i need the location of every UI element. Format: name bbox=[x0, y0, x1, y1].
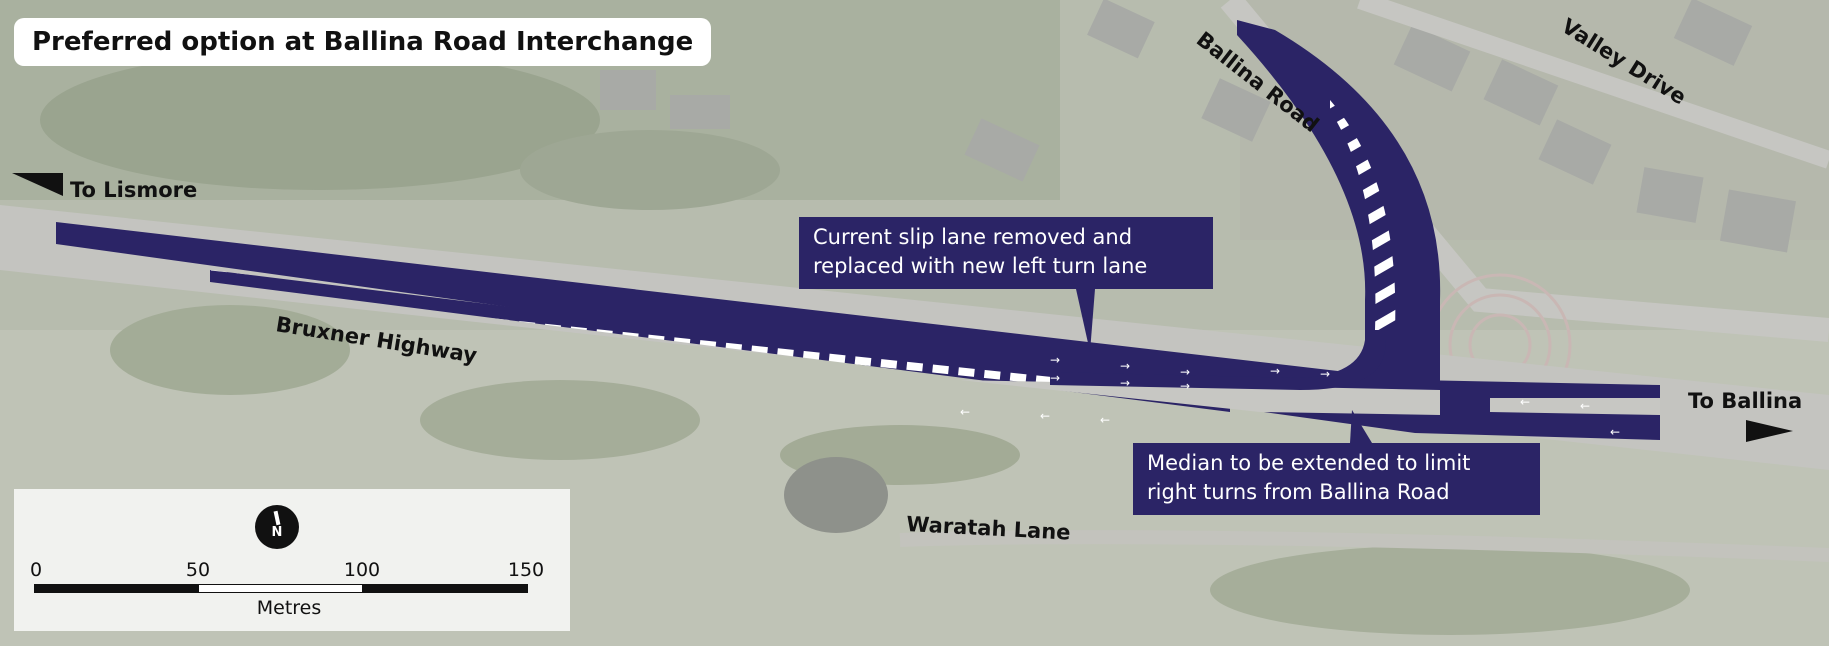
waratah-lane-road bbox=[899, 530, 1829, 562]
scale-tick-100: 100 bbox=[343, 559, 381, 581]
tree-cluster-6 bbox=[1210, 545, 1690, 635]
tree-cluster-3 bbox=[110, 305, 350, 395]
arrow-west-icon bbox=[12, 173, 63, 196]
scale-bar-segment-2 bbox=[198, 584, 364, 593]
callout-slip-lane: Current slip lane removed and replaced w… bbox=[799, 217, 1213, 289]
median-island-east bbox=[1490, 398, 1660, 415]
map-title: Preferred option at Ballina Road Interch… bbox=[14, 18, 712, 66]
callout-slip-line2: replaced with new left turn lane bbox=[813, 254, 1148, 278]
tree-cluster-4 bbox=[420, 380, 700, 460]
svg-text:←: ← bbox=[1610, 425, 1620, 439]
svg-text:←: ← bbox=[1580, 399, 1590, 413]
lane-arrows: →→→ →→→ →→ ←←← ←←← bbox=[960, 353, 1620, 439]
valley-drive-road bbox=[1357, 0, 1829, 169]
ramp-chevrons bbox=[1330, 100, 1396, 330]
svg-text:→: → bbox=[1120, 359, 1130, 373]
scale-bar-segment-3 bbox=[362, 584, 528, 593]
callout-median-pointer bbox=[1350, 410, 1372, 443]
arrow-east-icon bbox=[1746, 420, 1793, 442]
scale-tick-0: 0 bbox=[29, 559, 43, 581]
houses bbox=[600, 0, 1796, 253]
dam-pond bbox=[784, 457, 888, 533]
scale-tick-150: 150 bbox=[507, 559, 545, 581]
callout-slip-pointer bbox=[1076, 289, 1095, 352]
callout-median-line1: Median to be extended to limit bbox=[1147, 451, 1471, 475]
scale-bar-segment-1 bbox=[34, 584, 200, 593]
callout-slip-line1: Current slip lane removed and bbox=[813, 225, 1133, 249]
scale-unit-label: Metres bbox=[256, 597, 322, 619]
tree-cluster-2 bbox=[520, 130, 780, 210]
callout-median-line2: right turns from Ballina Road bbox=[1147, 480, 1450, 504]
painted-median bbox=[210, 270, 1230, 412]
svg-text:←: ← bbox=[1040, 409, 1050, 423]
svg-text:→: → bbox=[1050, 353, 1060, 367]
svg-text:←: ← bbox=[960, 405, 970, 419]
svg-text:→: → bbox=[1270, 364, 1280, 378]
scale-tick-50: 50 bbox=[185, 559, 211, 581]
north-arrow-icon: N bbox=[255, 505, 299, 549]
svg-text:→: → bbox=[1180, 379, 1190, 393]
svg-text:→: → bbox=[1120, 376, 1130, 390]
label-to-lismore: To Lismore bbox=[70, 178, 197, 202]
callout-median: Median to be extended to limit right tur… bbox=[1133, 443, 1540, 515]
svg-text:←: ← bbox=[1100, 413, 1110, 427]
label-to-ballina: To Ballina bbox=[1688, 389, 1802, 413]
north-label: N bbox=[271, 525, 283, 540]
svg-text:→: → bbox=[1320, 367, 1330, 381]
tree-cluster-1 bbox=[40, 50, 600, 190]
left-turn-lane bbox=[1050, 340, 1386, 390]
north-needle-icon bbox=[273, 510, 281, 526]
svg-text:←: ← bbox=[1520, 395, 1530, 409]
svg-text:→: → bbox=[1180, 365, 1190, 379]
svg-text:→: → bbox=[1050, 371, 1060, 385]
